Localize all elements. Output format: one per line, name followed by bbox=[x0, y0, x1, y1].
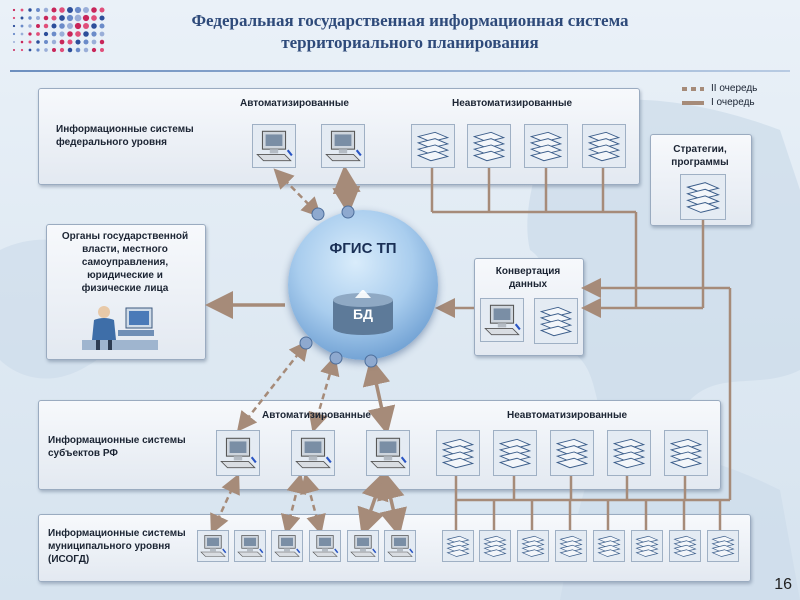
federal-systems-label: Информационные системы федерального уров… bbox=[56, 123, 194, 149]
fgis-sphere bbox=[288, 210, 438, 360]
regional-automated-label: Автоматизированные bbox=[262, 410, 371, 421]
database-label: БД bbox=[352, 306, 374, 322]
document-stack-icon bbox=[436, 430, 480, 476]
authorities-label-line2: власти, местного bbox=[82, 244, 168, 255]
municipal-systems-label: Информационные системы муниципального ур… bbox=[48, 527, 186, 566]
legend-solid-line bbox=[682, 101, 704, 105]
page-title-line1: Федеральная государственная информационн… bbox=[191, 11, 629, 30]
document-stack-icon bbox=[524, 124, 568, 168]
federal-systems-label-line1: Информационные системы bbox=[56, 124, 194, 135]
computer-icon bbox=[347, 530, 379, 562]
page-number: 16 bbox=[774, 576, 792, 593]
document-stack-icon bbox=[607, 430, 651, 476]
document-stack-icon bbox=[493, 430, 537, 476]
operator-workstation-icon bbox=[82, 300, 158, 350]
computer-icon bbox=[271, 530, 303, 562]
document-stack-icon bbox=[582, 124, 626, 168]
computer-icon bbox=[234, 530, 266, 562]
authorities-label: Органы государственной власти, местного … bbox=[48, 230, 202, 295]
regional-systems-label-line2: субъектов РФ bbox=[48, 448, 118, 459]
computer-icon bbox=[321, 124, 365, 168]
document-stack-icon bbox=[534, 298, 578, 344]
document-stack-icon bbox=[631, 530, 663, 562]
computer-icon bbox=[291, 430, 335, 476]
database-icon bbox=[333, 290, 393, 335]
conversion-label: Конвертация данных bbox=[474, 265, 582, 291]
municipal-systems-label-line1: Информационные системы bbox=[48, 528, 186, 539]
computer-icon bbox=[216, 430, 260, 476]
conversion-label-line2: данных bbox=[508, 279, 548, 290]
document-stack-icon bbox=[593, 530, 625, 562]
municipal-systems-label-line3: (ИСОГД) bbox=[48, 554, 90, 565]
computer-icon bbox=[384, 530, 416, 562]
municipal-systems-label-line2: муниципального уровня bbox=[48, 541, 171, 552]
document-stack-icon bbox=[442, 530, 474, 562]
document-stack-icon bbox=[411, 124, 455, 168]
legend-first-stage: I очередь bbox=[711, 97, 755, 108]
computer-icon bbox=[366, 430, 410, 476]
document-stack-icon bbox=[479, 530, 511, 562]
authorities-label-line1: Органы государственной bbox=[61, 231, 189, 242]
document-stack-icon bbox=[664, 430, 708, 476]
document-stack-icon bbox=[680, 174, 726, 220]
federal-non-automated-label: Неавтоматизированные bbox=[452, 98, 573, 109]
document-stack-icon bbox=[550, 430, 594, 476]
logo-dots bbox=[12, 6, 105, 53]
computer-icon bbox=[252, 124, 296, 168]
document-stack-icon bbox=[467, 124, 511, 168]
document-stack-icon bbox=[555, 530, 587, 562]
regional-systems-label: Информационные системы субъектов РФ bbox=[48, 434, 186, 460]
federal-systems-label-line2: федерального уровня bbox=[56, 137, 167, 148]
document-stack-icon bbox=[669, 530, 701, 562]
federal-automated-label: Автоматизированные bbox=[240, 98, 349, 109]
conversion-label-line1: Конвертация bbox=[495, 266, 561, 277]
authorities-label-line4: юридические и bbox=[87, 270, 163, 281]
regional-non-automated-label: Неавтоматизированные bbox=[507, 410, 628, 421]
computer-icon bbox=[480, 298, 524, 342]
legend-second-stage: II очередь bbox=[711, 83, 758, 94]
document-stack-icon bbox=[517, 530, 549, 562]
page-title: Федеральная государственная информационн… bbox=[110, 10, 710, 54]
computer-icon bbox=[197, 530, 229, 562]
document-stack-icon bbox=[707, 530, 739, 562]
title-rule bbox=[10, 70, 790, 72]
regional-systems-label-line1: Информационные системы bbox=[48, 435, 186, 446]
authorities-label-line3: самоуправления, bbox=[81, 257, 169, 268]
authorities-label-line5: физические лица bbox=[81, 283, 169, 294]
authorities-panel bbox=[46, 224, 206, 360]
strategies-label-line2: программы bbox=[671, 157, 729, 168]
strategies-label-line1: Стратегии, bbox=[673, 144, 727, 155]
computer-icon bbox=[309, 530, 341, 562]
strategies-label: Стратегии, программы bbox=[650, 143, 750, 169]
legend-dashed-line bbox=[682, 87, 704, 91]
fgis-title: ФГИС ТП bbox=[329, 240, 397, 257]
page-title-line2: территориального планирования bbox=[281, 33, 539, 52]
